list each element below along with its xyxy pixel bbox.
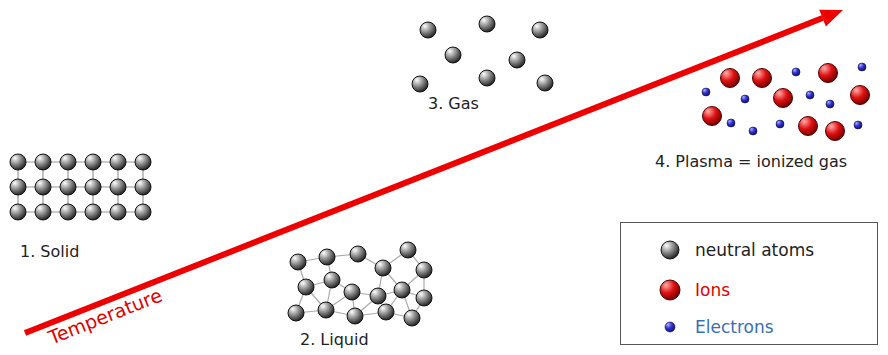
legend-row: Electrons [621, 312, 877, 342]
neutral-atom [10, 154, 26, 170]
electron [776, 120, 784, 128]
plasma-particles [702, 63, 870, 141]
neutral-atom [135, 179, 151, 195]
state-label: 4. Plasma = ionized gas [655, 152, 847, 171]
legend-text: Electrons [695, 317, 774, 337]
neutral-atom [416, 290, 432, 306]
neutral-atom [10, 179, 26, 195]
neutral-atom [370, 288, 386, 304]
neutral-atom [324, 272, 340, 288]
neutral-atom [350, 246, 366, 262]
neutral-atom [378, 304, 394, 320]
electron [702, 88, 710, 96]
neutral-atom [110, 179, 126, 195]
neutral-atom [532, 22, 548, 38]
neutral-atom [420, 22, 436, 38]
legend-row: Ions [621, 275, 877, 305]
electron [854, 121, 862, 129]
neutral-atom [60, 179, 76, 195]
electron [727, 119, 735, 127]
neutral-atom [347, 308, 363, 324]
neutral-atom [10, 204, 26, 220]
neutral-atom [400, 242, 416, 258]
neutral-atom [85, 179, 101, 195]
legend-symbol [661, 241, 679, 259]
neutral-atom [110, 154, 126, 170]
legend-symbol [660, 280, 680, 300]
neutral-atom [445, 47, 461, 63]
electron [826, 100, 834, 108]
neutral-atom [416, 262, 432, 278]
legend-text: Ions [695, 280, 730, 300]
electron [792, 68, 800, 76]
ion [826, 122, 845, 141]
neutral-atom [60, 154, 76, 170]
neutral-atom [288, 305, 304, 321]
ion [721, 69, 740, 88]
state-label: 1. Solid [20, 242, 79, 261]
neutral-atom [35, 179, 51, 195]
ion [753, 69, 772, 88]
state-label: 2. Liquid [300, 330, 369, 349]
neutral-atom [135, 154, 151, 170]
neutral-atom [110, 204, 126, 220]
neutral-atom [375, 260, 391, 276]
neutral-atom [412, 76, 428, 92]
neutral-atom [85, 154, 101, 170]
neutral-atom [344, 284, 360, 300]
neutral-atom [298, 279, 314, 295]
legend-symbol [665, 322, 675, 332]
neutral-atom [35, 204, 51, 220]
neutral-atom [537, 75, 553, 91]
ion [703, 107, 722, 126]
temperature-arrow [25, 18, 823, 333]
electron [806, 91, 814, 99]
neutral-atom [85, 204, 101, 220]
legend-swatch [655, 235, 685, 265]
ion [851, 86, 870, 105]
legend-text: neutral atoms [695, 240, 814, 260]
neutral-atom [60, 204, 76, 220]
legend-swatch [655, 312, 685, 342]
arrow-head [819, 10, 843, 27]
state-label: 3. Gas [428, 94, 479, 113]
liquid-cluster [288, 242, 432, 326]
neutral-atom [318, 302, 334, 318]
neutral-atom [394, 282, 410, 298]
neutral-atom [290, 254, 306, 270]
neutral-atom [404, 310, 420, 326]
neutral-atom [479, 70, 495, 86]
solid-lattice [10, 154, 151, 220]
neutral-atom [135, 204, 151, 220]
electron [741, 95, 749, 103]
ion [774, 89, 793, 108]
neutral-atom [509, 52, 525, 68]
neutral-atom [479, 16, 495, 32]
legend-box: neutral atomsIonsElectrons [620, 222, 878, 345]
ion [819, 64, 838, 83]
ion [799, 117, 818, 136]
neutral-atom [35, 154, 51, 170]
legend-row: neutral atoms [621, 235, 877, 265]
electron [749, 127, 757, 135]
neutral-atom [319, 249, 335, 265]
electron [858, 63, 866, 71]
gas-particles [412, 16, 553, 92]
legend-swatch [655, 275, 685, 305]
